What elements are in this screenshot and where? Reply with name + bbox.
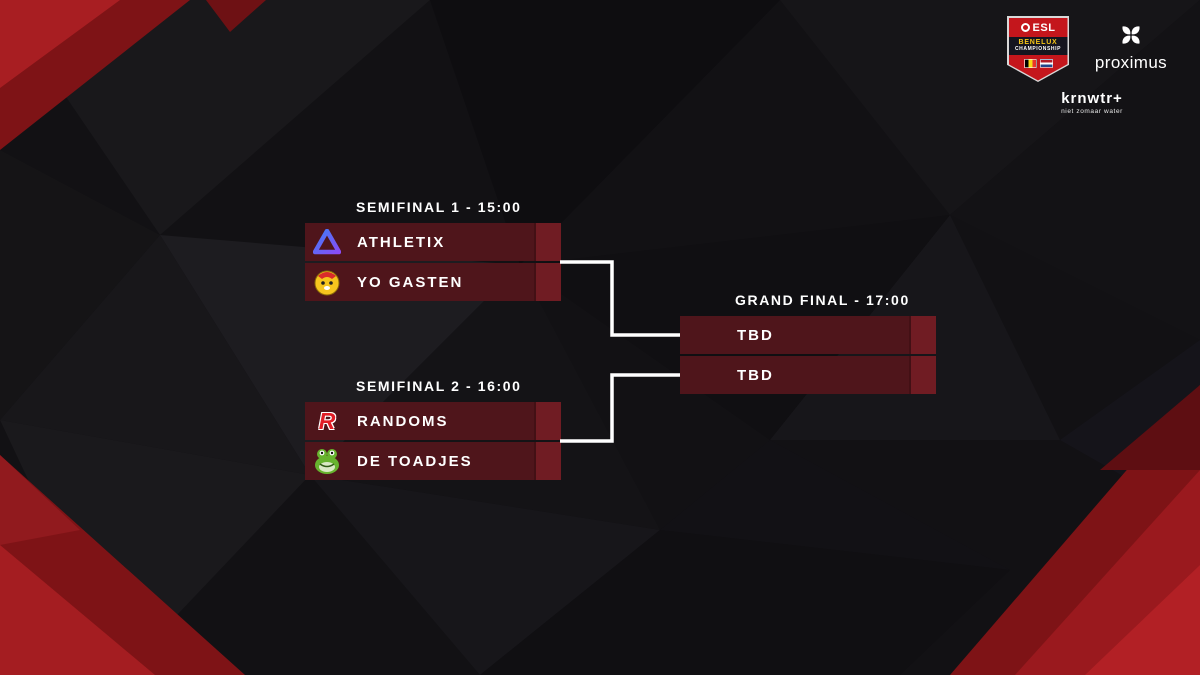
team-name: DE TOADJES: [357, 452, 473, 470]
match-semifinal-2: SEMIFINAL 2 - 16:00 R RANDOMS DE: [305, 378, 561, 480]
esl-gamer-icon: [1020, 23, 1030, 32]
semifinal-2-title: SEMIFINAL 2 - 16:00: [356, 378, 522, 394]
sponsor-cluster: ESL BENELUX CHAMPIONSHIP: [990, 10, 1190, 125]
proximus-wordmark: proximus: [1094, 53, 1168, 72]
belgium-flag-icon: [1023, 58, 1037, 68]
score-box: [534, 402, 561, 440]
team-row-athletix: ATHLETIX: [305, 223, 561, 261]
score-box: [909, 356, 936, 394]
yo-gasten-mascot-logo-icon: [309, 265, 345, 299]
team-name: TBD: [737, 326, 774, 344]
proximus-flower-icon: [1122, 26, 1140, 44]
proximus-logo: proximus: [1092, 22, 1170, 73]
team-row-yo-gasten: YO GASTEN: [305, 263, 561, 301]
krnwtr-logo: krnwtr+ niet zomaar water: [1042, 90, 1142, 115]
esl-event-band: BENELUX CHAMPIONSHIP: [1008, 36, 1068, 55]
score-box: [909, 316, 936, 354]
grand-final-title: GRAND FINAL - 17:00: [735, 292, 910, 308]
team-row-de-toadjes: DE TOADJES: [305, 442, 561, 480]
team-row-randoms: R RANDOMS: [305, 402, 561, 440]
athletix-triangle-logo-icon: [309, 225, 345, 259]
team-row-grand-final-slot-1: TBD: [680, 316, 936, 354]
krnwtr-wordmark: krnwtr+: [1061, 90, 1123, 107]
de-toadjes-frog-logo-icon: [309, 444, 345, 478]
esl-benelux-championship-logo: ESL BENELUX CHAMPIONSHIP: [1007, 16, 1069, 82]
score-box: [534, 442, 561, 480]
esl-brand-text: ESL: [1032, 21, 1056, 34]
esl-shield-body: ESL BENELUX CHAMPIONSHIP: [1008, 17, 1068, 81]
krnwtr-tagline: niet zomaar water: [1061, 108, 1123, 115]
benelux-flags: [1023, 58, 1053, 68]
randoms-r-logo-icon: R: [318, 407, 336, 434]
team-name: TBD: [737, 366, 774, 384]
team-name: RANDOMS: [357, 412, 449, 430]
team-row-grand-final-slot-2: TBD: [680, 356, 936, 394]
score-box: [534, 223, 561, 261]
score-box: [534, 263, 561, 301]
esl-brand-row: ESL: [1020, 21, 1056, 34]
semifinal-1-title: SEMIFINAL 1 - 15:00: [356, 199, 522, 215]
netherlands-flag-icon: [1039, 58, 1053, 68]
match-grand-final: GRAND FINAL - 17:00 TBD TBD: [680, 292, 936, 394]
team-name: ATHLETIX: [357, 233, 446, 251]
esl-event-line2: CHAMPIONSHIP: [1014, 45, 1062, 52]
match-semifinal-1: SEMIFINAL 1 - 15:00 ATHLETIX: [305, 199, 561, 301]
team-name: YO GASTEN: [357, 273, 464, 291]
esl-event-line1: BENELUX: [1018, 38, 1058, 46]
